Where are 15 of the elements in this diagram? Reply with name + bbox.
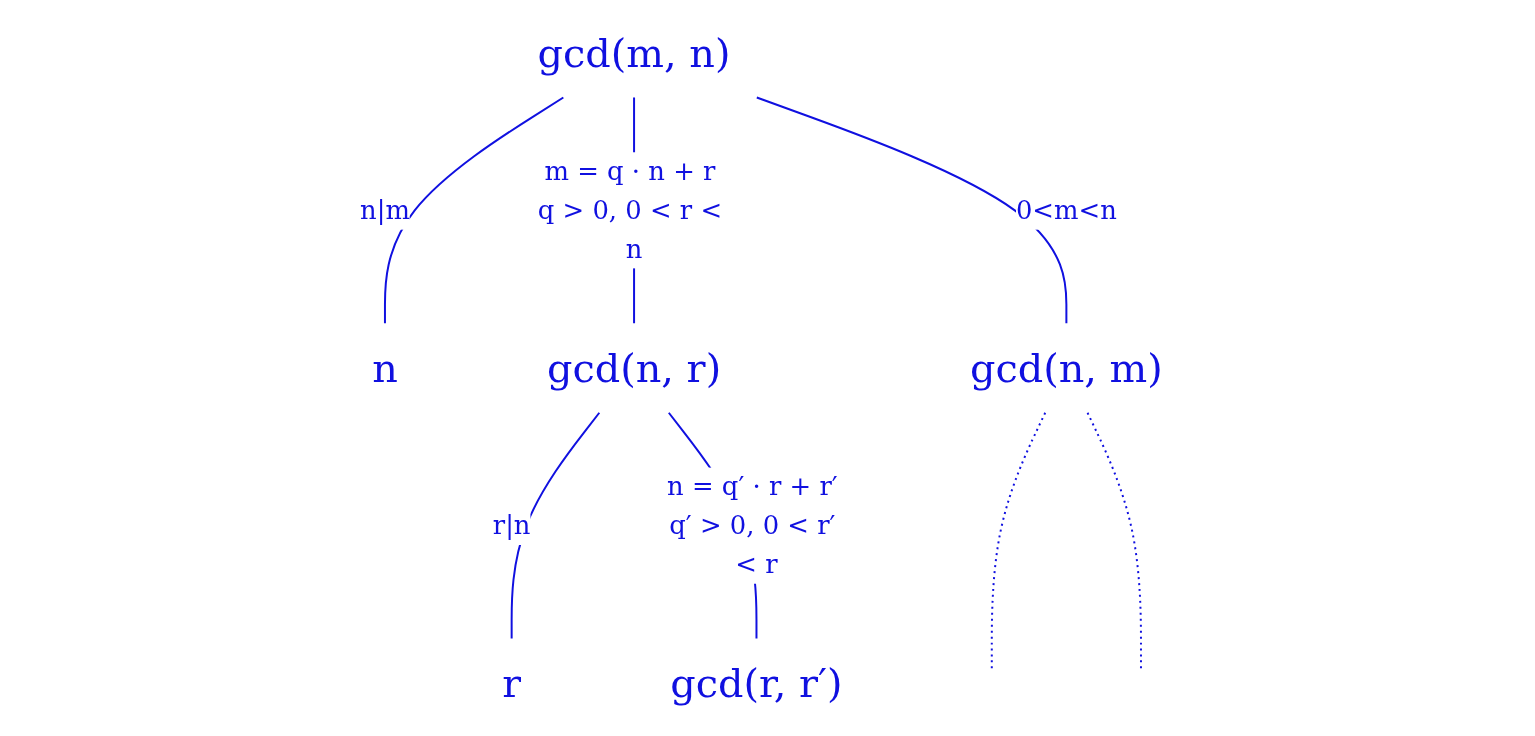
node-text: n xyxy=(372,345,398,391)
edge-label: m = q · n + r q > 0, 0 < r < n xyxy=(537,156,723,264)
edge-label: r|n xyxy=(492,510,531,541)
node-text: gcd(m, n) xyxy=(537,29,731,76)
edge-label: 0<m<n xyxy=(1015,194,1117,225)
node-text: gcd(r, r′) xyxy=(670,660,843,707)
edge-label: n = q′ · r + r′ q′ > 0, 0 < r′ < r xyxy=(667,471,838,579)
edge-label: n|m xyxy=(360,194,410,225)
connector xyxy=(990,411,1047,670)
node-text: gcd(n, r) xyxy=(546,345,722,391)
connector xyxy=(755,96,1068,325)
connector xyxy=(1086,411,1142,670)
connector xyxy=(383,96,565,325)
node-text: r xyxy=(502,660,522,707)
node-text: gcd(n, m) xyxy=(969,345,1163,391)
